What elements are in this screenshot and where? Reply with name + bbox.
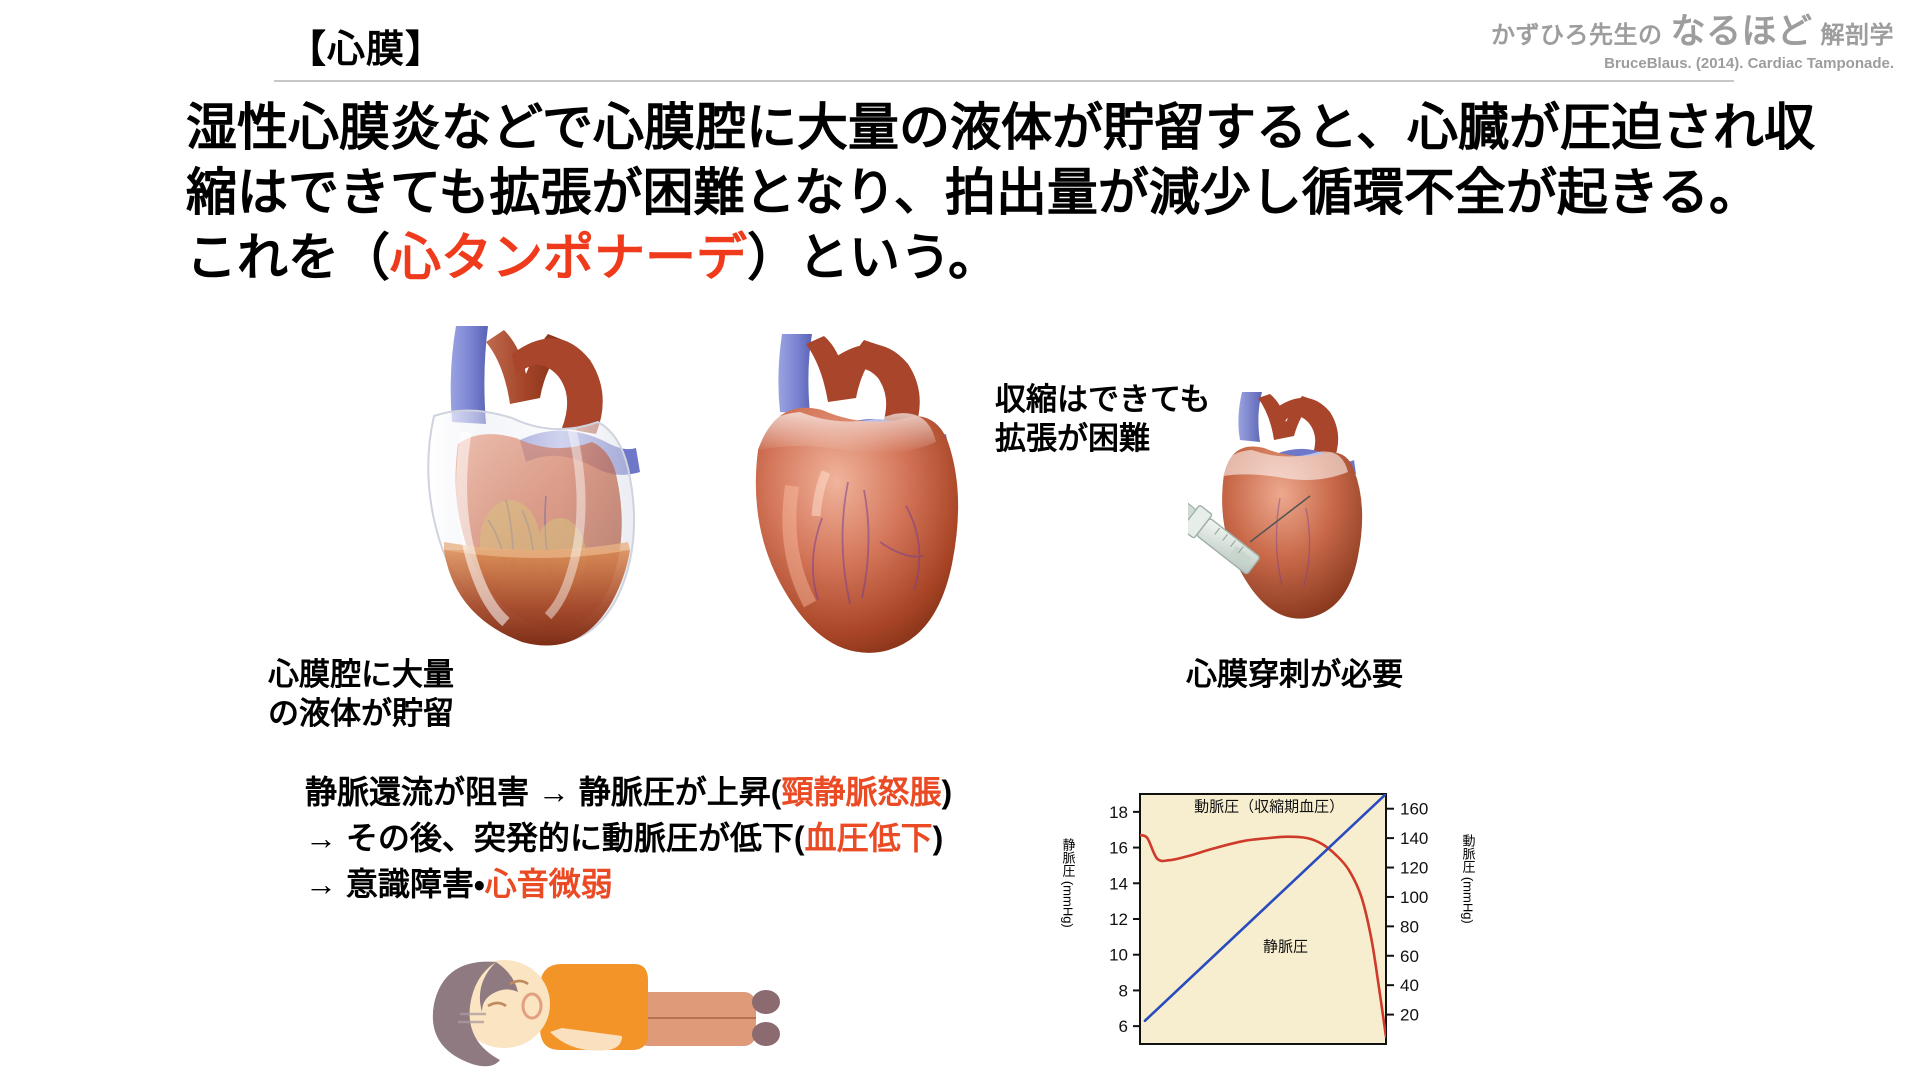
heart-effusion-svg (427, 326, 640, 646)
heart-puncture-svg (1188, 392, 1363, 619)
left-tick-10: 10 (1109, 946, 1128, 965)
logo-main: なるほど (1670, 12, 1813, 51)
label-pericardiocentesis: 心膜穿刺が必要 (1186, 657, 1403, 692)
sequence-line-1: 静脈還流が阻害 → 静脈圧が上昇(頸静脈怒脹) (305, 770, 952, 816)
left-tick-16: 16 (1109, 839, 1128, 858)
chart-left-axis-label: 静脈圧 (mmHg) (1061, 838, 1076, 928)
chart-series-0 (1140, 833, 1386, 1038)
term-hypotension: 血圧低下 (804, 819, 933, 856)
heart-illustration-puncture (1188, 390, 1438, 650)
chart-annotation-0: 動脈圧（収縮期血圧） (1194, 799, 1344, 816)
chart-right-axis-label: 動脈圧 (mmHg) (1461, 834, 1476, 924)
right-tick-40: 40 (1400, 976, 1419, 995)
sequence-line-3: → 意識障害・心音微弱 (305, 862, 952, 908)
collapsed-patient-illustration (400, 928, 800, 1078)
right-tick-20: 20 (1400, 1006, 1419, 1025)
patient-svg (432, 960, 780, 1067)
sequence-line-3-a: → 意識障害・ (305, 865, 485, 902)
sequence-line-1-b: ) (941, 774, 953, 810)
chart-annotations: 動脈圧（収縮期血圧） 静脈圧 (1194, 799, 1344, 956)
left-tick-14: 14 (1109, 874, 1128, 893)
term-cardiac-tamponade: 心タンポナーデ (390, 228, 748, 286)
sequence-line-1-a: 静脈還流が阻害 → 静脈圧が上昇( (305, 774, 782, 810)
left-tick-8: 8 (1119, 981, 1128, 1000)
chart-right-axis: 20 40 60 80 100 120 140 160 (1386, 800, 1428, 1025)
chart-series-layer (1140, 794, 1386, 1038)
term-jugular-distension: 頸静脈怒脹 (781, 774, 942, 810)
heart-illustration-compressed (730, 330, 1050, 670)
right-tick-120: 120 (1400, 859, 1428, 878)
label-contraction-difficulty: 収縮はできても 拡張が困難 (995, 382, 1211, 457)
logo-prefix: かずひろ先生の (1490, 22, 1663, 49)
lead-line-3-pre: これを（ (186, 228, 391, 286)
label-pericardial-effusion: 心膜腔に大量 の液体が貯留 (268, 657, 454, 732)
right-tick-160: 160 (1400, 800, 1428, 819)
right-tick-60: 60 (1400, 947, 1419, 966)
lead-line-1: 湿性心膜炎などで心膜腔に大量の液体が貯留すると、心臓が圧迫され収 (186, 99, 1815, 156)
chart-annotation-1: 静脈圧 (1263, 939, 1308, 956)
left-tick-6: 6 (1119, 1017, 1128, 1036)
right-tick-100: 100 (1400, 888, 1428, 907)
lead-line-3: これを（心タンポナーデ）という。 (186, 226, 1866, 291)
lead-line-3-post: ）という。 (747, 228, 999, 286)
lead-paragraph: 湿性心膜炎などで心膜腔に大量の液体が貯留すると、心臓が圧迫され収 縮はできても拡… (186, 96, 1866, 290)
lead-line-2: 縮はできても拡張が困難となり、拍出量が減少し循環不全が起きる。 (186, 163, 1760, 221)
term-muffled-heart-sounds: 心音微弱 (484, 865, 613, 902)
chart-series-1 (1143, 794, 1386, 1023)
chart-plot-area (1140, 794, 1386, 1044)
image-credit: BruceBlaus. (2014). Cardiac Tamponade. (1604, 55, 1894, 72)
sequence-line-2-a: → その後、突発的に動脈圧が低下( (305, 819, 805, 856)
heart-illustration-effusion (400, 320, 720, 680)
left-tick-18: 18 (1109, 803, 1128, 822)
brand-logo: かずひろ先生の なるほど 解剖学 BruceBlaus. (2014). Car… (1491, 14, 1894, 71)
left-tick-12: 12 (1109, 910, 1128, 929)
pressure-chart: 6 8 10 12 14 16 18 20 40 60 80 100 120 140 160 動脈圧（収縮… (1048, 786, 1488, 1056)
heart-compressed-svg (755, 334, 959, 653)
chart-left-axis: 6 8 10 12 14 16 18 (1109, 803, 1140, 1036)
pressure-chart-svg: 6 8 10 12 14 16 18 20 40 60 80 100 120 140 160 動脈圧（収縮… (1061, 793, 1476, 1045)
symptom-sequence: 静脈還流が阻害 → 静脈圧が上昇(頸静脈怒脹) → その後、突発的に動脈圧が低下… (305, 770, 952, 907)
right-tick-140: 140 (1400, 829, 1428, 848)
title-divider (274, 80, 1734, 82)
right-tick-80: 80 (1400, 917, 1419, 936)
sequence-line-2-b: ) (932, 819, 944, 856)
page-title: 【心膜】 (288, 29, 445, 71)
syringe-icon (1188, 495, 1311, 575)
logo-suffix: 解剖学 (1820, 22, 1894, 49)
sequence-line-2: → その後、突発的に動脈圧が低下(血圧低下) (305, 816, 952, 862)
